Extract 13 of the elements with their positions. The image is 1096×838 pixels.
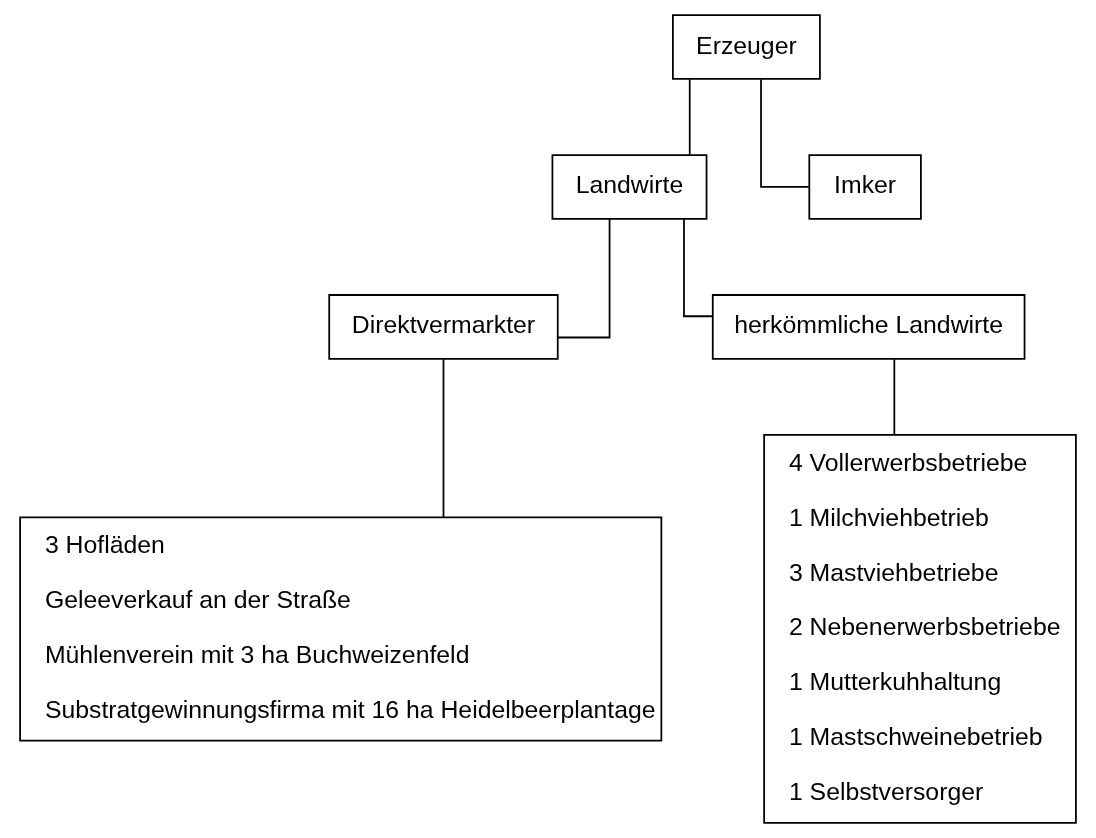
node-box: herkömmliche Landwirte — [711, 294, 1026, 360]
connector — [893, 358, 896, 436]
connector — [688, 78, 691, 156]
connector — [760, 78, 810, 188]
node-box: Landwirte — [551, 154, 708, 220]
node-box: 3 Hofläden Geleeverkauf an der Straße Mühlenverein mit 3 ha Buchweizenfeld Substratgewinnungsfirma mit 16 ha Heidelbeerplantage — [19, 516, 663, 742]
connector — [442, 358, 445, 519]
node-box: 4 Vollerwerbsbetriebe 1 Milchviehbetrieb 3 Mastviehbetriebe 2 Nebenerwerbsbetriebe 1 Mutterkuhhaltung 1 Mastschweinebetrieb 1 Selbstversorger — [763, 434, 1077, 824]
node-box: Erzeuger — [672, 14, 821, 80]
connector — [683, 218, 713, 318]
connector — [557, 218, 611, 339]
node-box: Direktvermarkter — [328, 294, 559, 360]
node-box: Imker — [808, 154, 922, 220]
